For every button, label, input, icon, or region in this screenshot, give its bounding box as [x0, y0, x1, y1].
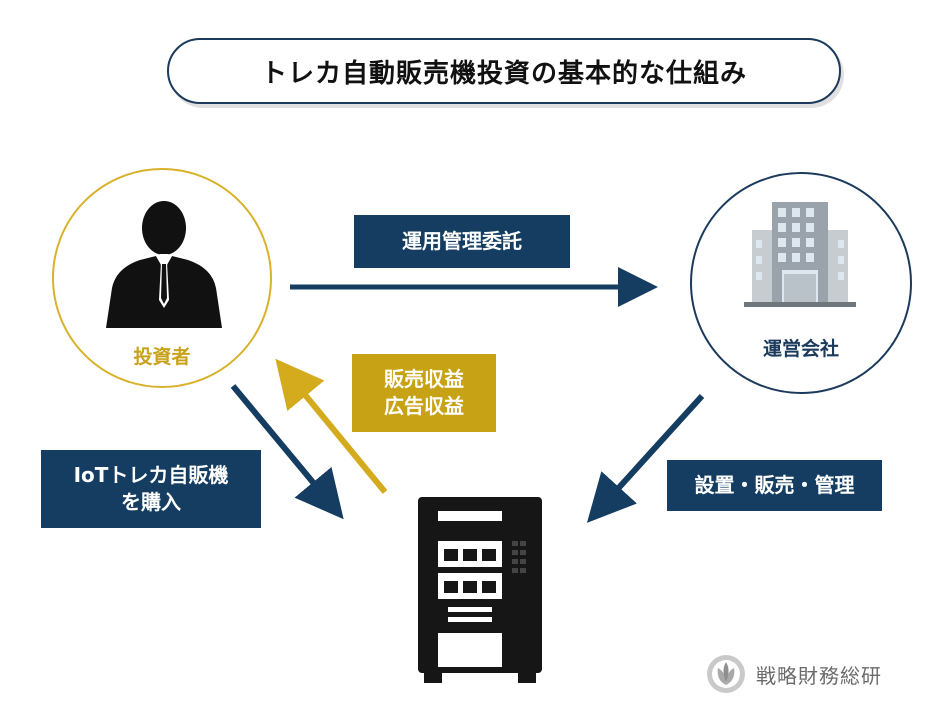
- vending-machine-icon: [418, 497, 542, 683]
- revenue-line-1: 販売収益: [384, 367, 464, 391]
- office-building-icon: [744, 202, 856, 307]
- leaf-emblem-icon: [707, 655, 745, 693]
- brand-name: 戦略財務総研: [756, 663, 882, 688]
- arrow-operator-to-vending: [586, 393, 705, 523]
- operator-label: 運営会社: [762, 338, 839, 360]
- businessman-icon: [106, 201, 222, 328]
- investor-label: 投資者: [133, 346, 191, 368]
- arrow-investor-to-vending: [230, 384, 344, 520]
- purchase-line-1: IoTトレカ自販機: [73, 463, 229, 487]
- arrow-vending-to-investor: [275, 358, 388, 494]
- commission-text: 運用管理委託: [402, 229, 522, 253]
- install-label: 設置・販売・管理: [667, 460, 882, 511]
- page-title: トレカ自動販売機投資の基本的な仕組み: [260, 58, 747, 89]
- purchase-label: IoTトレカ自販機 を購入: [41, 450, 261, 528]
- investor-node: 投資者: [52, 168, 272, 388]
- revenue-line-2: 広告収益: [384, 394, 464, 418]
- title-banner: トレカ自動販売機投資の基本的な仕組み: [167, 38, 841, 104]
- commission-label: 運用管理委託: [354, 215, 570, 268]
- brand-logo: 戦略財務総研: [706, 654, 882, 694]
- revenue-label: 販売収益 広告収益: [352, 354, 496, 432]
- operator-node: 運営会社: [690, 172, 912, 394]
- purchase-line-2: を購入: [121, 490, 181, 514]
- install-text: 設置・販売・管理: [694, 473, 855, 497]
